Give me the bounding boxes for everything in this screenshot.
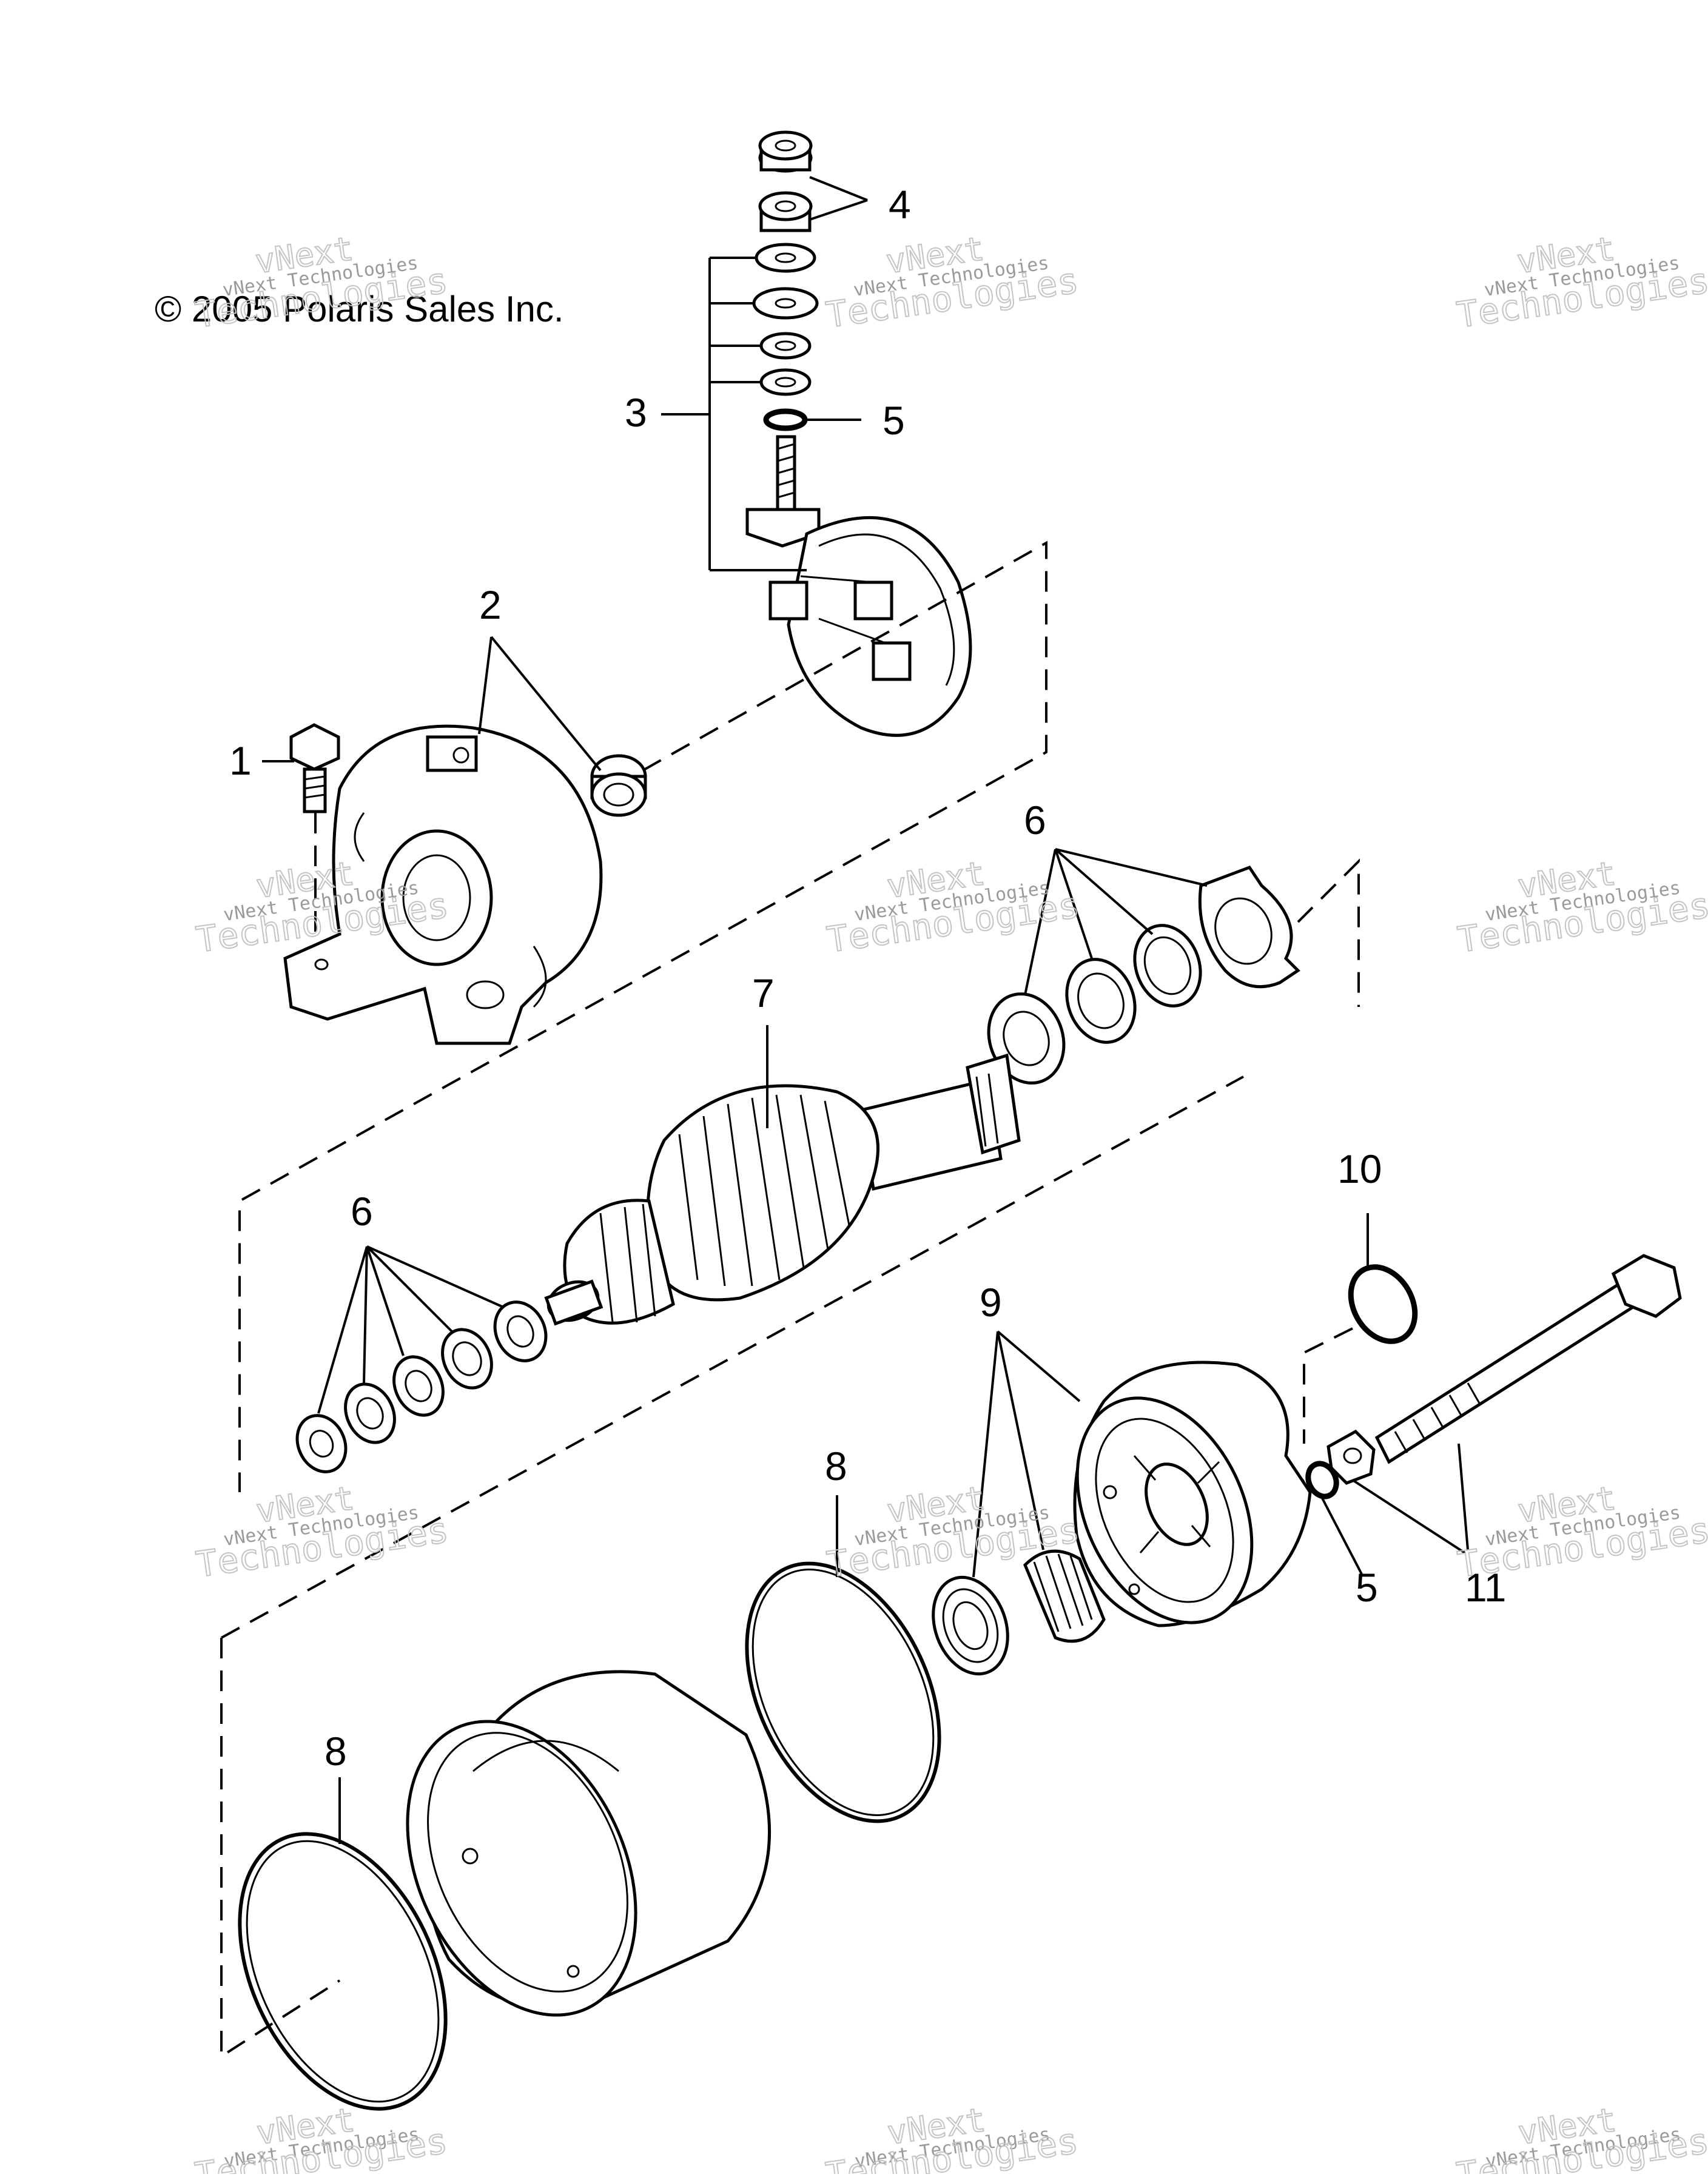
watermark-row-1c: vNext vNext Technologies Technologies bbox=[1454, 229, 1708, 337]
needle-bearing-9 bbox=[1023, 1549, 1106, 1643]
watermark-row-4c: vNext vNext Technologies Technologies bbox=[1453, 2100, 1708, 2177]
end-housing bbox=[283, 724, 603, 1045]
washer-stack bbox=[752, 243, 819, 431]
leader-6-right bbox=[1024, 848, 1208, 995]
callout-5-top: 5 bbox=[883, 398, 905, 443]
callout-7: 7 bbox=[752, 971, 775, 1015]
oring-10 bbox=[1348, 1264, 1418, 1344]
brush-holder-plate bbox=[768, 516, 972, 737]
upper-dash-frame bbox=[238, 540, 1047, 1492]
callout-11: 11 bbox=[1465, 1565, 1507, 1610]
watermark-row-4b: vNext vNext Technologies Technologies bbox=[822, 2100, 1081, 2177]
leader-9 bbox=[972, 1330, 1081, 1578]
callout-2: 2 bbox=[479, 582, 502, 627]
callout-8-lower: 8 bbox=[324, 1729, 347, 1774]
leader-11 bbox=[1351, 1443, 1469, 1554]
bushing-2 bbox=[590, 754, 647, 817]
yoke-housing bbox=[406, 1670, 771, 2017]
right-dash-bracket bbox=[1297, 858, 1360, 1007]
watermark-row-2b: vNext vNext Technologies Technologies bbox=[824, 853, 1082, 961]
bearing-9 bbox=[932, 1575, 1009, 1676]
leader-6-left bbox=[317, 1245, 504, 1414]
watermark-row-3c: vNext vNext Technologies Technologies bbox=[1454, 1478, 1708, 1586]
front-cover bbox=[1073, 1361, 1312, 1627]
watermark-row-3: vNext vNext Technologies Technologies bbox=[193, 1478, 451, 1586]
terminal-stud bbox=[745, 435, 821, 548]
through-bolt-11 bbox=[1326, 1254, 1682, 1485]
callout-8-upper: 8 bbox=[825, 1444, 847, 1489]
callout-10: 10 bbox=[1337, 1146, 1382, 1191]
callout-4: 4 bbox=[889, 182, 911, 227]
callout-5-bottom: 5 bbox=[1356, 1565, 1378, 1610]
callout-1: 1 bbox=[229, 738, 252, 783]
watermark-row-1b: vNext vNext Technologies Technologies bbox=[823, 229, 1081, 337]
armature-7 bbox=[544, 1053, 1021, 1326]
nut-stack bbox=[758, 130, 813, 232]
copyright-text: © 2005 Polaris Sales Inc. bbox=[155, 289, 564, 329]
washers-6-left bbox=[295, 1300, 548, 1473]
oring-dash bbox=[1303, 1327, 1353, 1444]
leaders-terminal bbox=[661, 176, 868, 571]
lower-dash-frame bbox=[220, 1075, 1244, 2059]
callout-6-right: 6 bbox=[1024, 798, 1046, 843]
leader-2 bbox=[478, 636, 602, 772]
watermark-row-2c: vNext vNext Technologies Technologies bbox=[1454, 853, 1708, 961]
callout-3: 3 bbox=[625, 390, 647, 435]
oring-8-lower bbox=[238, 1832, 448, 2111]
oring-8-upper bbox=[745, 1561, 941, 1823]
callout-9: 9 bbox=[980, 1280, 1002, 1325]
bolt-1 bbox=[289, 723, 340, 813]
callout-6-left: 6 bbox=[351, 1189, 373, 1234]
washer-5-bottom bbox=[1305, 1461, 1339, 1499]
leader-5-bottom bbox=[1321, 1498, 1363, 1575]
